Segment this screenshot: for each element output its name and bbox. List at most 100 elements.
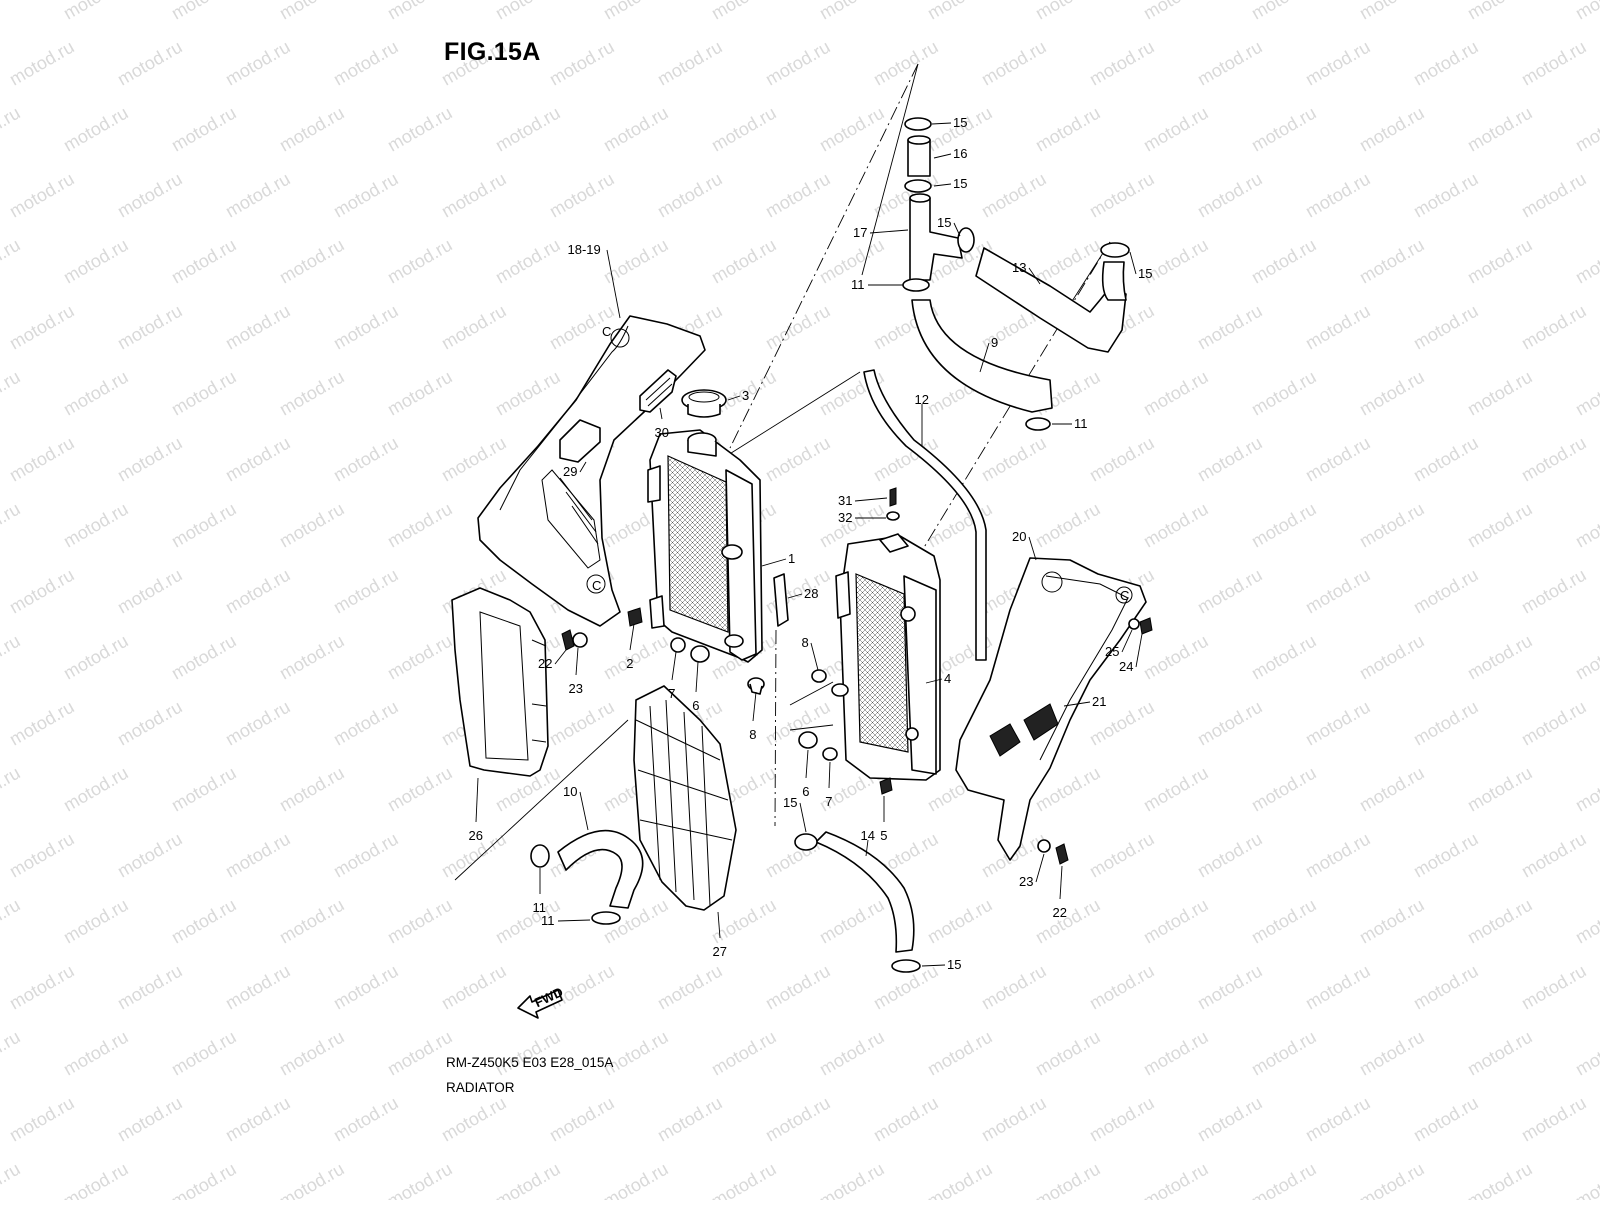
callout-label-25: 25	[1105, 644, 1119, 659]
hose-clamp	[530, 844, 550, 868]
watermark-text: motod.ru	[1248, 1159, 1320, 1200]
watermark-text: motod.ru	[276, 895, 348, 948]
hose-part-14	[794, 831, 921, 973]
watermark-text: motod.ru	[1356, 0, 1428, 23]
watermark-text: motod.ru	[1302, 829, 1374, 882]
watermark-text: motod.ru	[438, 301, 510, 354]
watermark-text: motod.ru	[762, 565, 834, 618]
watermark-text: motod.ru	[870, 37, 942, 90]
callout-label-28: 28	[804, 586, 818, 601]
watermark-text: motod.ru	[60, 631, 132, 684]
construction-line-radiator-link	[719, 371, 861, 461]
watermark-text: motod.ru	[492, 235, 564, 288]
watermark-text: motod.ru	[492, 1027, 564, 1080]
watermark-text: motod.ru	[1140, 631, 1212, 684]
watermark-text: motod.ru	[114, 961, 186, 1014]
pad-part-30	[639, 369, 677, 413]
watermark-text: motod.ru	[816, 1159, 888, 1200]
watermark-text: motod.ru	[0, 631, 24, 684]
watermark-text: motod.ru	[384, 1027, 456, 1080]
watermark-text: motod.ru	[1410, 37, 1482, 90]
hose-clamp	[902, 278, 930, 292]
watermark-text: motod.ru	[276, 1027, 348, 1080]
watermark-text: motod.ru	[924, 1159, 996, 1200]
watermark-text: motod.ru	[0, 1027, 24, 1080]
watermark-text: motod.ru	[0, 499, 24, 552]
watermark-text: motod.ru	[978, 961, 1050, 1014]
callout-leader	[579, 791, 589, 831]
watermark-text: motod.ru	[1302, 37, 1374, 90]
watermark-text: motod.ru	[330, 829, 402, 882]
watermark-text: motod.ru	[1410, 565, 1482, 618]
callout-leader	[1059, 865, 1063, 900]
watermark-text: motod.ru	[1410, 961, 1482, 1014]
watermark-text: motod.ru	[1194, 37, 1266, 90]
watermark-text: motod.ru	[1248, 763, 1320, 816]
watermark-text: motod.ru	[1194, 697, 1266, 750]
watermark-text: motod.ru	[168, 235, 240, 288]
watermark-text: motod.ru	[924, 0, 996, 23]
watermark-text: motod.ru	[1464, 895, 1536, 948]
callout-label-18-19: 18-19	[568, 242, 601, 257]
watermark-text: motod.ru	[1518, 961, 1590, 1014]
watermark-text: motod.ru	[1518, 433, 1590, 486]
section-name: RADIATOR	[446, 1080, 515, 1095]
callout-label-23: 23	[569, 681, 583, 696]
clip-part-2	[627, 607, 643, 627]
watermark-text: motod.ru	[762, 1093, 834, 1146]
callout-leader	[1129, 251, 1137, 275]
watermark-text: motod.ru	[546, 37, 618, 90]
callout-leader	[1063, 701, 1091, 707]
watermark-text: motod.ru	[600, 1159, 672, 1200]
construction-line-upper-hose-b	[861, 63, 919, 276]
hose-part-13	[975, 247, 1127, 353]
watermark-text: motod.ru	[330, 301, 402, 354]
radiator-right	[831, 533, 941, 781]
watermark-text: motod.ru	[276, 631, 348, 684]
callout-leader	[921, 964, 946, 967]
hose-part-10	[530, 829, 644, 925]
watermark-text: motod.ru	[60, 235, 132, 288]
watermark-text: motod.ru	[1572, 499, 1600, 552]
callout-leader	[805, 749, 809, 779]
callout-leader	[659, 407, 663, 420]
watermark-text: motod.ru	[1464, 1159, 1536, 1200]
watermark-text: motod.ru	[1356, 895, 1428, 948]
watermark-text: motod.ru	[276, 235, 348, 288]
watermark-text: motod.ru	[1302, 565, 1374, 618]
callout-label-11: 11	[533, 900, 547, 915]
watermark-text: motod.ru	[1356, 103, 1428, 156]
construction-line-center-lower	[774, 629, 777, 827]
watermark-text: motod.ru	[0, 235, 24, 288]
watermark-text: motod.ru	[492, 103, 564, 156]
watermark-text: motod.ru	[1248, 1027, 1320, 1080]
watermark-text: motod.ru	[1140, 895, 1212, 948]
watermark-text: motod.ru	[330, 697, 402, 750]
watermark-text: motod.ru	[600, 235, 672, 288]
watermark-text: motod.ru	[492, 367, 564, 420]
watermark-text: motod.ru	[438, 433, 510, 486]
watermark-text: motod.ru	[384, 1159, 456, 1200]
hose-clamp	[904, 117, 932, 131]
watermark-text: motod.ru	[1302, 1093, 1374, 1146]
watermark-text: motod.ru	[1356, 367, 1428, 420]
figure-title: FIG.15A	[444, 38, 541, 66]
callout-label-5: 5	[880, 828, 887, 843]
watermark-text: motod.ru	[1518, 829, 1590, 882]
callout-label-11: 11	[1074, 416, 1088, 431]
construction-line-left-lower	[454, 719, 629, 881]
watermark-text: motod.ru	[708, 1027, 780, 1080]
watermark-text: motod.ru	[6, 169, 78, 222]
diagram-code: RM-Z450K5 E03 E28_015A	[446, 1055, 614, 1070]
watermark-text: motod.ru	[1140, 499, 1212, 552]
callout-leader	[1035, 853, 1045, 883]
callout-leader	[557, 919, 591, 922]
watermark-text: motod.ru	[816, 895, 888, 948]
callout-label-20: 20	[1012, 529, 1026, 544]
hose-part-16	[907, 139, 931, 177]
watermark-text: motod.ru	[1572, 103, 1600, 156]
watermark-text: motod.ru	[114, 37, 186, 90]
callout-label-22: 22	[1053, 905, 1067, 920]
watermark-text: motod.ru	[816, 0, 888, 23]
